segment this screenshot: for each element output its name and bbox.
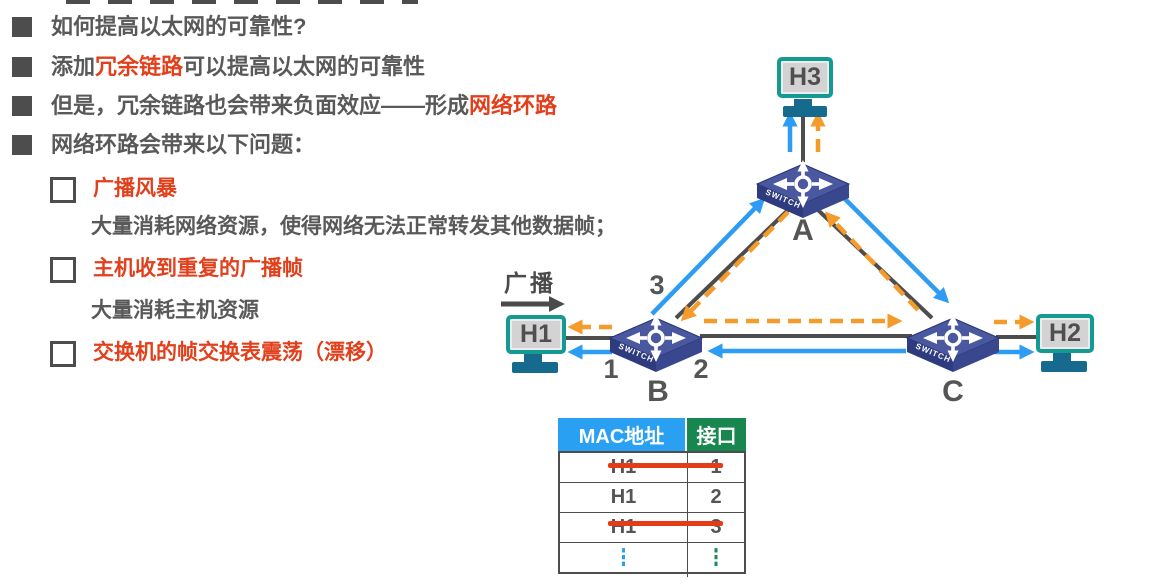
- orange-broadcast-arrows: [567, 111, 1035, 335]
- switch-b-label: B: [647, 375, 669, 408]
- strikethrough-line: [608, 463, 723, 468]
- arrow-blue-b-to-a: [650, 197, 766, 316]
- host-h2-stand: [1053, 353, 1071, 361]
- ellipsis-cell: ⋮: [560, 537, 688, 578]
- port-cell: 3: [710, 516, 722, 538]
- blue-broadcast-arrows: [567, 111, 1035, 360]
- table-row: H1 2: [560, 482, 744, 512]
- bullet-text: 网络环路会带来以下问题：: [51, 132, 316, 157]
- bullet-line-4: 网络环路会带来以下问题：: [12, 132, 315, 158]
- strikethrough-line: [608, 521, 723, 526]
- issue-mac-table-flap: 交换机的帧交换表震荡（漂移）: [50, 340, 387, 367]
- host-h1-stand-base: [512, 362, 558, 373]
- port-1-label: 1: [603, 354, 619, 384]
- host-h3-stand: [794, 99, 812, 106]
- bullet-line-2: 添加冗余链路可以提高以太网的可靠性: [12, 54, 425, 80]
- checkbox-icon: [50, 341, 76, 367]
- bullet-text: 可以提高以太网的可靠性: [183, 54, 426, 79]
- port-3-label: 3: [649, 270, 665, 300]
- port-cell: 2: [710, 486, 722, 508]
- issue-broadcast-storm: 广播风暴: [50, 176, 177, 203]
- bullet-square-icon: [12, 135, 32, 155]
- clipped-text-fragment: [66, 0, 418, 4]
- host-h3-stand-base: [783, 106, 827, 117]
- host-h2-stand-base: [1041, 361, 1087, 372]
- issue-duplicate-frames: 主机收到重复的广播帧: [50, 256, 303, 283]
- bullet-text: 添加: [51, 54, 96, 79]
- issue-title: 广播风暴: [93, 177, 177, 200]
- host-h2: H2: [1036, 314, 1094, 353]
- issue-desc: 大量消耗网络资源，使得网络无法正常转发其他数据帧；: [91, 215, 616, 238]
- bullet-text: 如何提高以太网的可靠性?: [51, 14, 307, 39]
- host-label: H2: [1049, 319, 1081, 347]
- arrow-blue-a-to-c: [840, 194, 950, 304]
- bullet-square-icon: [12, 96, 32, 116]
- bullet-text-highlight: 冗余链路: [95, 54, 184, 79]
- checkbox-icon: [50, 177, 76, 203]
- bullet-square-icon: [12, 57, 32, 77]
- table-row: ⋮ ⋮: [560, 537, 744, 578]
- host-h1-stand: [524, 354, 542, 362]
- arrow-orange-c-to-a: [824, 211, 920, 312]
- issue-title: 交换机的帧交换表震荡（漂移）: [93, 341, 387, 364]
- mac-table-header: MAC地址 接口: [558, 418, 746, 451]
- host-h1: H1: [506, 315, 566, 354]
- bullet-text-highlight: 网络环路: [469, 93, 558, 118]
- port-2-label: 2: [693, 354, 709, 384]
- broadcast-label: 广播: [504, 270, 556, 296]
- mac-table-body: H1 1 H1 2 H1 3 ⋮ ⋮: [558, 451, 746, 578]
- bullet-square-icon: [12, 17, 32, 37]
- bullet-text: 但是，冗余链路也会带来负面效应——形成: [51, 93, 470, 118]
- issue-desc: 大量消耗主机资源: [91, 299, 259, 322]
- host-h3: H3: [777, 57, 833, 98]
- switch-c-label: C: [942, 375, 964, 408]
- host-label: H1: [520, 320, 552, 348]
- checkbox-icon: [50, 257, 76, 283]
- mac-address-table: MAC地址 接口 H1 1 H1 2 H1 3 ⋮ ⋮: [558, 418, 746, 578]
- bullet-line-1: 如何提高以太网的可靠性?: [12, 14, 306, 40]
- port-column-header: 接口: [685, 418, 746, 451]
- issue-title: 主机收到重复的广播帧: [93, 257, 303, 280]
- host-label: H3: [789, 63, 821, 91]
- arrow-orange-a-to-b: [680, 210, 790, 322]
- bullet-line-3: 但是，冗余链路也会带来负面效应——形成网络环路: [12, 93, 557, 119]
- ellipsis-cell: ⋮: [707, 544, 725, 570]
- switch-a-label: A: [792, 214, 814, 247]
- mac-column-header: MAC地址: [558, 418, 685, 451]
- mac-cell: H1: [560, 483, 688, 512]
